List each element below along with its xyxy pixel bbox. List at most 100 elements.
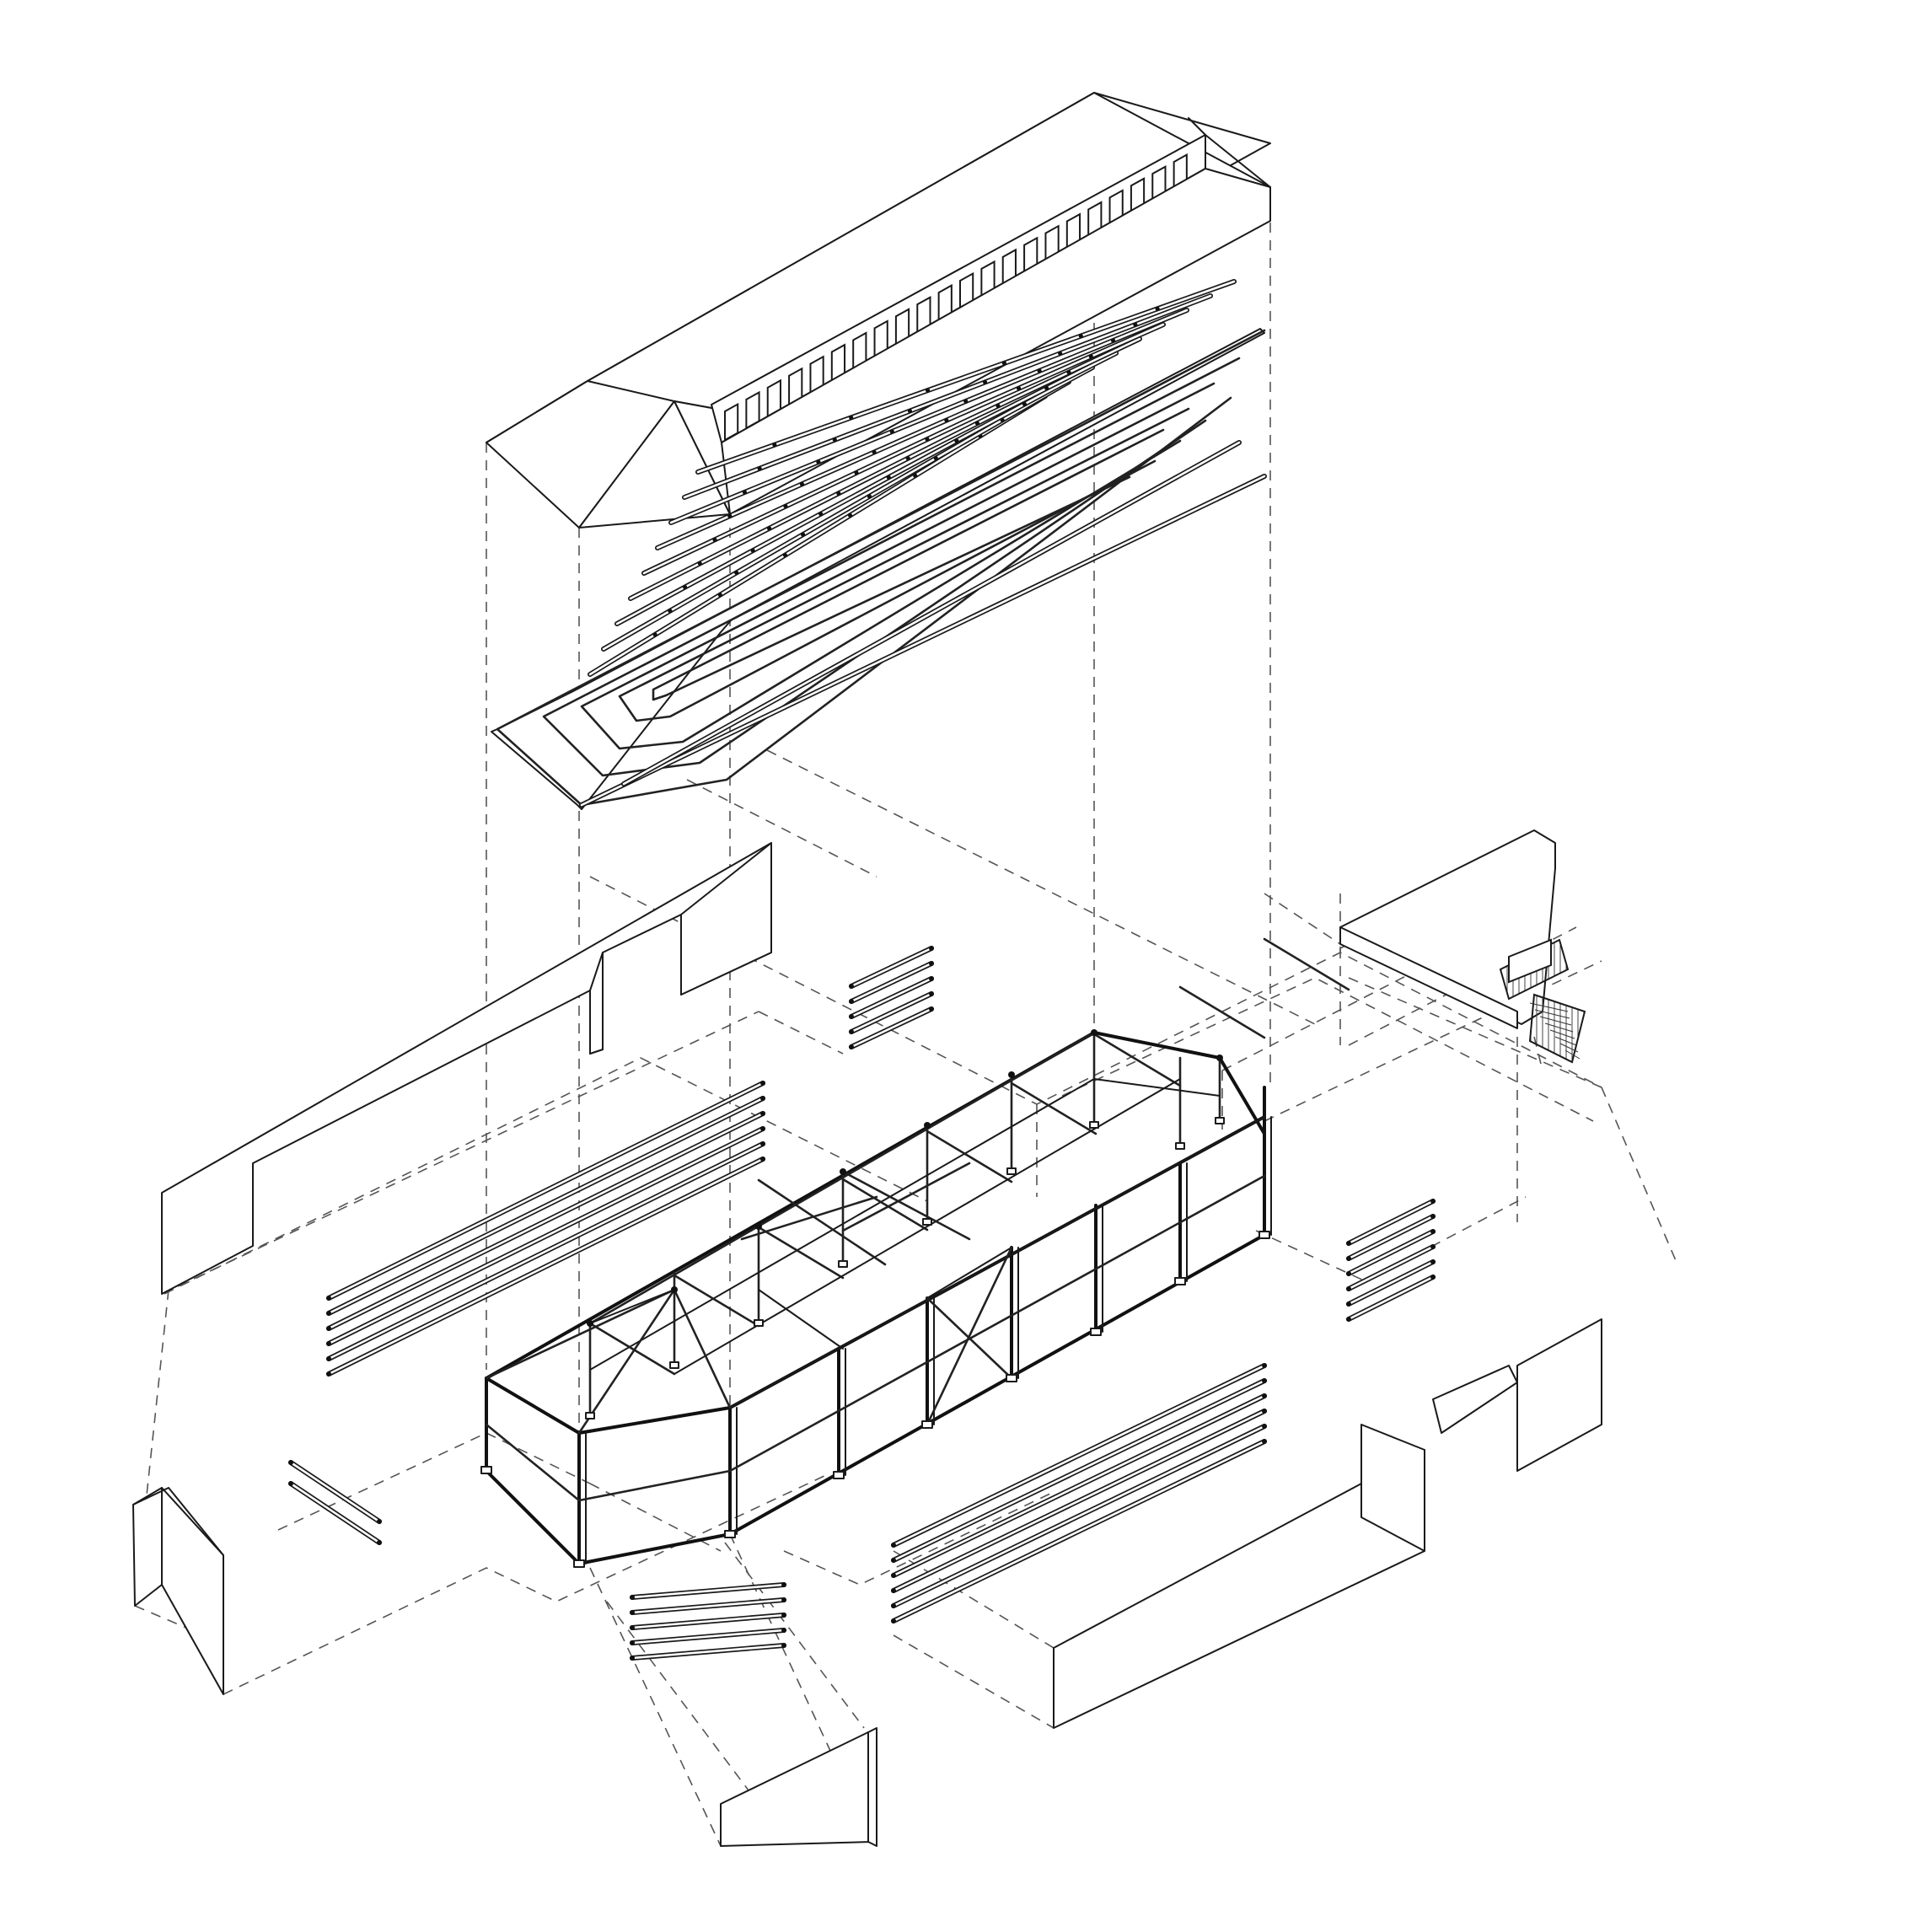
girt-front-end-core xyxy=(631,1583,786,1599)
frame-node xyxy=(1216,1055,1223,1061)
frame-rafter xyxy=(588,1322,676,1376)
purlin-connection xyxy=(1088,354,1093,359)
stair-tread xyxy=(1534,1009,1570,1019)
rear-left-wall-panel xyxy=(161,842,772,1295)
frame-brace xyxy=(926,1247,1012,1299)
girt-rear-middle-core xyxy=(850,947,933,988)
purlin-connection xyxy=(996,403,1001,409)
projection-line xyxy=(1061,977,1594,1122)
purlin-core xyxy=(602,380,1071,651)
purlin-connection xyxy=(889,429,894,434)
rear-right-wall-panel xyxy=(1432,1318,1602,1472)
girt-rear-middle-end xyxy=(929,946,934,951)
purlin-connection xyxy=(847,513,853,518)
girt-rear-left-end xyxy=(760,1126,765,1131)
stair-tread xyxy=(1529,1002,1569,1012)
girt-rear-middle-end xyxy=(849,999,854,1004)
girt-rear-left-end xyxy=(760,1096,765,1101)
girt-rear-right-end xyxy=(1346,1317,1351,1322)
girt-rear-left-core xyxy=(327,1081,765,1300)
purlin-connection xyxy=(727,513,733,518)
purlin-connection xyxy=(717,593,722,598)
projection-line xyxy=(783,1491,1055,1586)
stair-tread xyxy=(1564,1049,1580,1060)
base-plate xyxy=(669,1361,679,1369)
frame-hip-rafter xyxy=(673,1288,732,1409)
purlin-connection xyxy=(886,475,891,480)
frame-node xyxy=(840,1168,846,1175)
frame-rafter xyxy=(1094,1033,1182,1087)
purlin-connection xyxy=(1058,351,1063,356)
purlin-connection xyxy=(750,548,755,553)
frame-girt xyxy=(485,1174,1266,1502)
projection-line xyxy=(1255,1196,1527,1282)
deck-railing xyxy=(1339,926,1518,1029)
purlin-connection xyxy=(742,490,748,495)
girt-rear-right-core xyxy=(1347,1199,1435,1245)
girt-rear-middle-end xyxy=(929,976,934,981)
base-plate xyxy=(921,1420,933,1429)
girt-front-end-end xyxy=(781,1613,786,1618)
girt-rear-left-end xyxy=(760,1111,765,1116)
base-plate xyxy=(833,1471,845,1479)
projection-line xyxy=(758,1011,844,1055)
base-plate xyxy=(1258,1231,1270,1239)
purlin-connection xyxy=(1066,370,1071,375)
stair xyxy=(1499,938,1586,1064)
girt-rear-right-end xyxy=(1430,1199,1436,1204)
projection-line xyxy=(223,1474,827,1695)
purlin-lines xyxy=(496,279,1267,808)
frame-rafter xyxy=(841,1178,929,1232)
purlin-connection xyxy=(652,632,657,637)
purlin-core xyxy=(683,294,1212,499)
purlin-connection xyxy=(800,532,806,537)
base-plate xyxy=(1175,1142,1185,1150)
purlin-connection xyxy=(913,473,918,478)
front-left-wall-panel xyxy=(132,1487,224,1695)
steel-frame-structure xyxy=(480,937,1350,1568)
purlin-connection xyxy=(867,494,872,499)
frame-node xyxy=(587,1320,593,1327)
girt-rear-middle-end xyxy=(849,1029,854,1034)
purlin-core xyxy=(615,366,1094,625)
stair-tread xyxy=(1559,1043,1579,1053)
purlin-connection xyxy=(766,526,772,531)
frame-node xyxy=(1091,1029,1097,1036)
girt-rear-right-end xyxy=(1346,1286,1351,1291)
upper-deck-with-stair xyxy=(1339,829,1586,1064)
girt-front-left-end xyxy=(288,1460,293,1465)
purlin-core xyxy=(669,309,1189,524)
projection-line xyxy=(606,1601,759,1805)
base-plate xyxy=(838,1260,848,1268)
projection-line xyxy=(1601,1087,1678,1265)
front-end-wall-panel xyxy=(720,1727,877,1847)
girt-front-right-core xyxy=(892,1440,1266,1623)
frame-girt xyxy=(589,1078,1221,1371)
girt-rear-right-end xyxy=(1430,1214,1436,1219)
base-plate xyxy=(1006,1374,1017,1382)
frame-brace xyxy=(758,1289,844,1350)
purlin-connection xyxy=(944,417,949,423)
stair-tread xyxy=(1554,1036,1577,1046)
girt-rear-left-end xyxy=(760,1141,765,1146)
girt-rear-middle-end xyxy=(929,991,934,996)
frame-brace xyxy=(841,1162,971,1232)
purlin-core xyxy=(580,475,1266,807)
girt-front-end-core xyxy=(631,1644,786,1660)
roof-slope-right xyxy=(721,168,1271,515)
purlin-connection xyxy=(816,459,821,464)
purlin-ring xyxy=(618,407,1190,722)
frame-rafter xyxy=(1263,937,1350,991)
girt-rear-middle-core xyxy=(850,992,933,1033)
base-plate xyxy=(724,1530,736,1538)
purlin-connection xyxy=(1001,361,1007,366)
purlin-connection xyxy=(818,512,824,517)
base-plate xyxy=(1006,1167,1017,1175)
girt-rear-middle-core xyxy=(850,1007,933,1049)
girt-rear-right-core xyxy=(1347,1245,1435,1291)
projection-line xyxy=(277,1432,487,1531)
girt-rear-left-core xyxy=(327,1157,765,1376)
frame-node xyxy=(755,1223,762,1230)
girt-rear-left-core xyxy=(327,1112,765,1330)
